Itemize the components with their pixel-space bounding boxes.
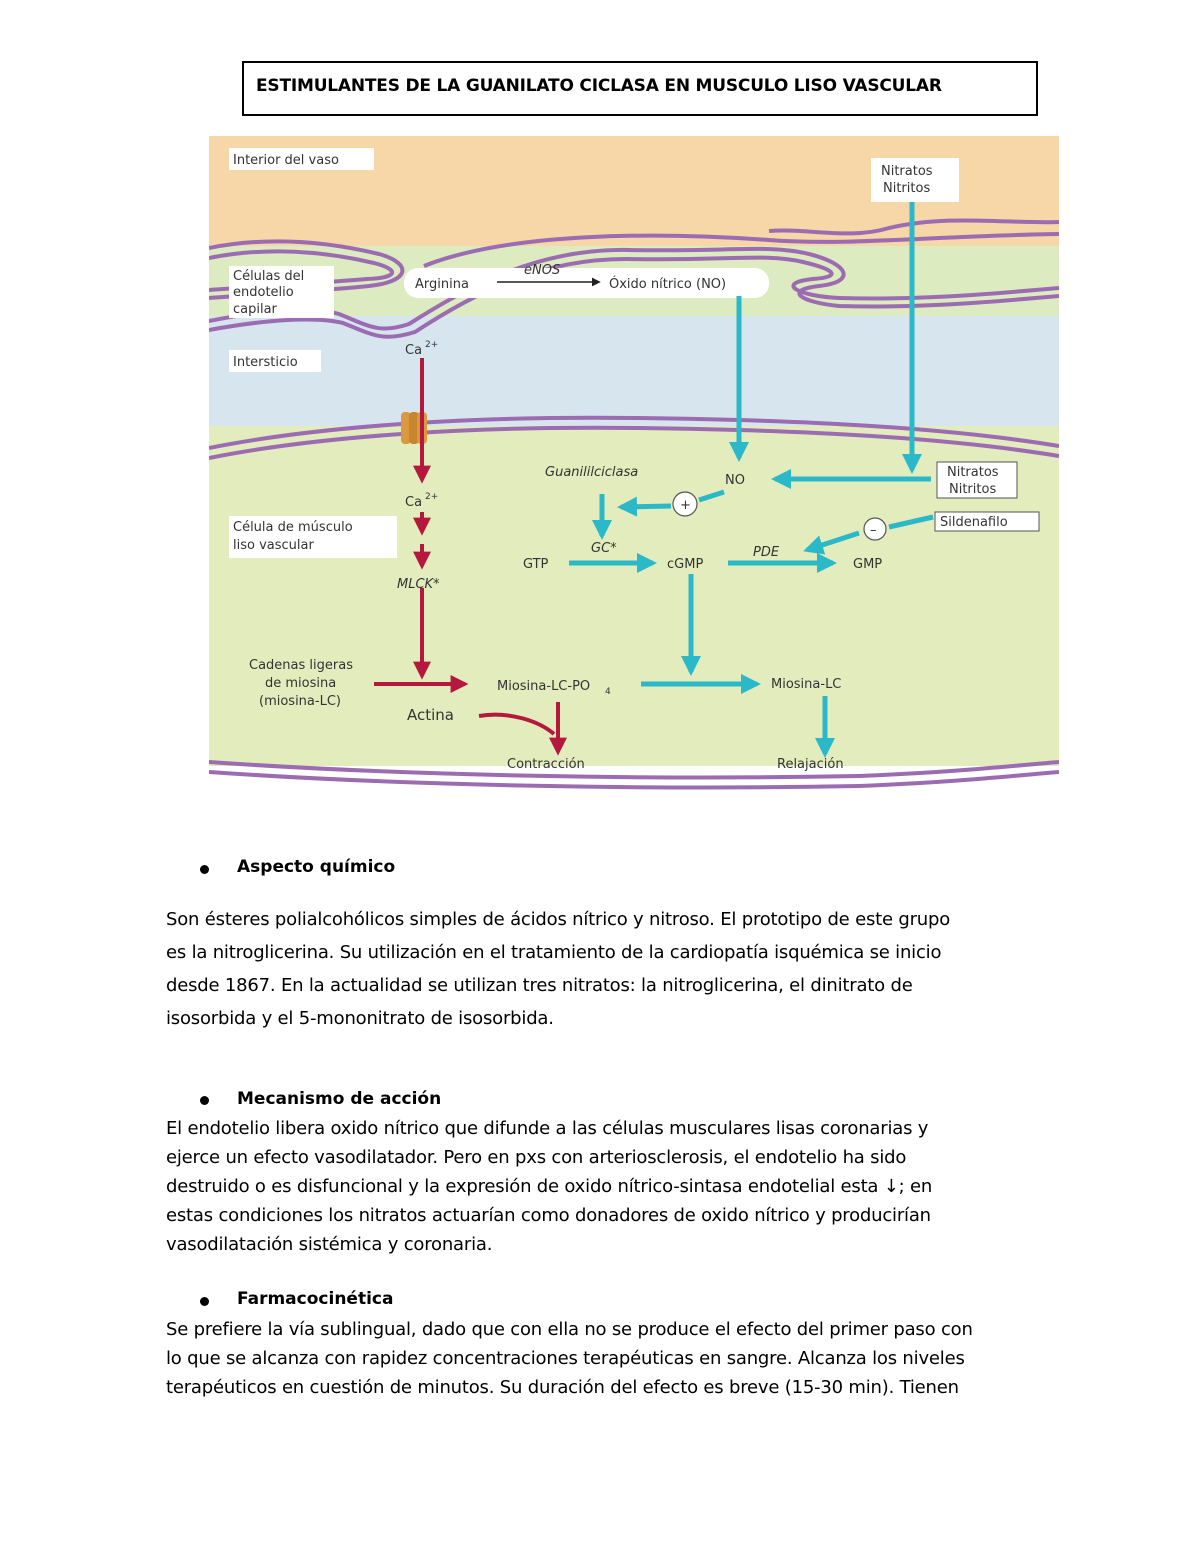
svg-text:4: 4 bbox=[605, 687, 611, 697]
gc-label: GC* bbox=[591, 541, 617, 556]
gtp-label: GTP bbox=[523, 557, 549, 572]
page-title: ESTIMULANTES DE LA GUANILATO CICLASA EN … bbox=[242, 61, 1038, 116]
svg-text:Óxido nítrico (NO): Óxido nítrico (NO) bbox=[609, 276, 726, 292]
svg-text:endotelio: endotelio bbox=[233, 285, 294, 300]
svg-text:2+: 2+ bbox=[425, 492, 438, 502]
label-smooth-muscle: Célula de músculo liso vascular bbox=[229, 516, 397, 558]
contraction-label: Contracción bbox=[507, 757, 585, 772]
section-heading-mechanism: Mecanismo de acción bbox=[237, 1089, 441, 1109]
svg-text:Interior del vaso: Interior del vaso bbox=[233, 153, 339, 168]
svg-text:liso vascular: liso vascular bbox=[233, 538, 314, 553]
minus-sign-icon: – bbox=[864, 518, 886, 540]
pde-label: PDE bbox=[753, 545, 780, 560]
svg-text:capilar: capilar bbox=[233, 302, 278, 317]
calcium-intracellular: Ca bbox=[405, 495, 422, 510]
label-interstitium: Intersticio bbox=[229, 350, 321, 372]
myosin-lc-po4-label: Miosina-LC-PO bbox=[497, 679, 590, 694]
svg-text:Nitritos: Nitritos bbox=[883, 181, 930, 196]
svg-text:Nitratos: Nitratos bbox=[881, 164, 933, 179]
section-body-pharmacokinetics: Se prefiere la vía sublingual, dado que … bbox=[166, 1315, 973, 1402]
section-heading-pharmacokinetics: Farmacocinética bbox=[237, 1289, 393, 1309]
section-body-chemistry: Son ésteres polialcohólicos simples de á… bbox=[166, 903, 950, 1035]
bullet-icon bbox=[200, 865, 209, 874]
gmp-label: GMP bbox=[853, 557, 882, 572]
arginine-enos-box: Arginina eNOS Óxido nítrico (NO) bbox=[404, 263, 769, 298]
svg-text:eNOS: eNOS bbox=[524, 263, 560, 278]
nitric-oxide-pathway-diagram: Interior del vaso Células del endotelio … bbox=[209, 136, 1059, 804]
svg-text:2+: 2+ bbox=[425, 340, 438, 350]
cgmp-label: cGMP bbox=[667, 557, 703, 572]
nitrates-top-label: Nitratos Nitritos bbox=[871, 158, 959, 202]
svg-text:+: + bbox=[680, 498, 691, 513]
mlck-label: MLCK* bbox=[397, 577, 440, 592]
svg-text:de miosina: de miosina bbox=[265, 676, 336, 691]
svg-text:Intersticio: Intersticio bbox=[233, 355, 298, 370]
svg-text:Nitratos: Nitratos bbox=[947, 465, 999, 480]
svg-text:Nitritos: Nitritos bbox=[949, 482, 996, 497]
svg-text:Célula de músculo: Célula de músculo bbox=[233, 520, 353, 535]
svg-text:Células del: Células del bbox=[233, 269, 304, 284]
label-vessel-interior: Interior del vaso bbox=[229, 148, 374, 170]
no-label: NO bbox=[725, 473, 745, 488]
svg-text:–: – bbox=[870, 523, 877, 538]
label-endothelium: Células del endotelio capilar bbox=[229, 266, 334, 318]
section-heading-chemistry: Aspecto químico bbox=[237, 857, 395, 877]
plus-sign-icon: + bbox=[673, 492, 697, 516]
svg-text:Sildenafilo: Sildenafilo bbox=[940, 515, 1008, 530]
sildenafil-box: Sildenafilo bbox=[935, 512, 1039, 531]
relaxation-label: Relajación bbox=[777, 757, 844, 772]
svg-text:Cadenas ligeras: Cadenas ligeras bbox=[249, 658, 353, 673]
actin-label: Actina bbox=[407, 706, 454, 724]
bullet-icon bbox=[200, 1297, 209, 1306]
bullet-icon bbox=[200, 1096, 209, 1105]
section-body-mechanism: El endotelio libera oxido nítrico que di… bbox=[166, 1114, 932, 1259]
svg-text:(miosina-LC): (miosina-LC) bbox=[259, 694, 341, 709]
calcium-extracellular: Ca bbox=[405, 343, 422, 358]
guanylyl-cyclase-label: Guanililciclasa bbox=[545, 465, 638, 480]
nitrates-box: Nitratos Nitritos bbox=[937, 462, 1017, 498]
myosin-lc-label: Miosina-LC bbox=[771, 677, 841, 692]
svg-text:Arginina: Arginina bbox=[415, 277, 469, 292]
